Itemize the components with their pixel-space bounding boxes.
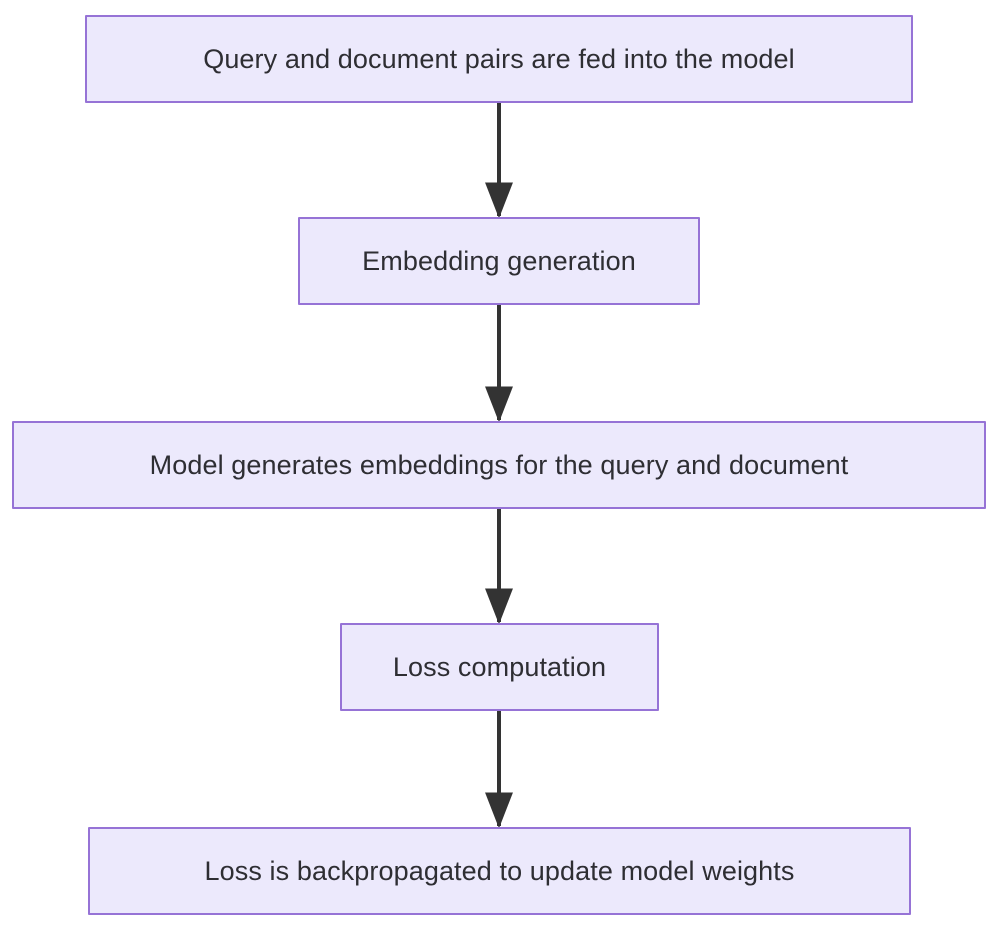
flow-node-query-document-pairs[interactable]: Query and document pairs are fed into th…: [85, 15, 913, 103]
flow-node-loss-backpropagated[interactable]: Loss is backpropagated to update model w…: [88, 827, 911, 915]
flow-node-label: Query and document pairs are fed into th…: [203, 43, 795, 74]
flow-node-label: Loss computation: [392, 651, 607, 682]
flow-node-model-generates-embeddings[interactable]: Model generates embeddings for the query…: [12, 421, 986, 509]
flow-node-label: Embedding generation: [362, 245, 636, 276]
flow-node-label: Model generates embeddings for the query…: [149, 449, 849, 480]
flow-node-embedding-generation[interactable]: Embedding generation: [298, 217, 700, 305]
flow-node-label: Loss is backpropagated to update model w…: [204, 855, 795, 886]
flow-node-loss-computation[interactable]: Loss computation: [340, 623, 659, 711]
